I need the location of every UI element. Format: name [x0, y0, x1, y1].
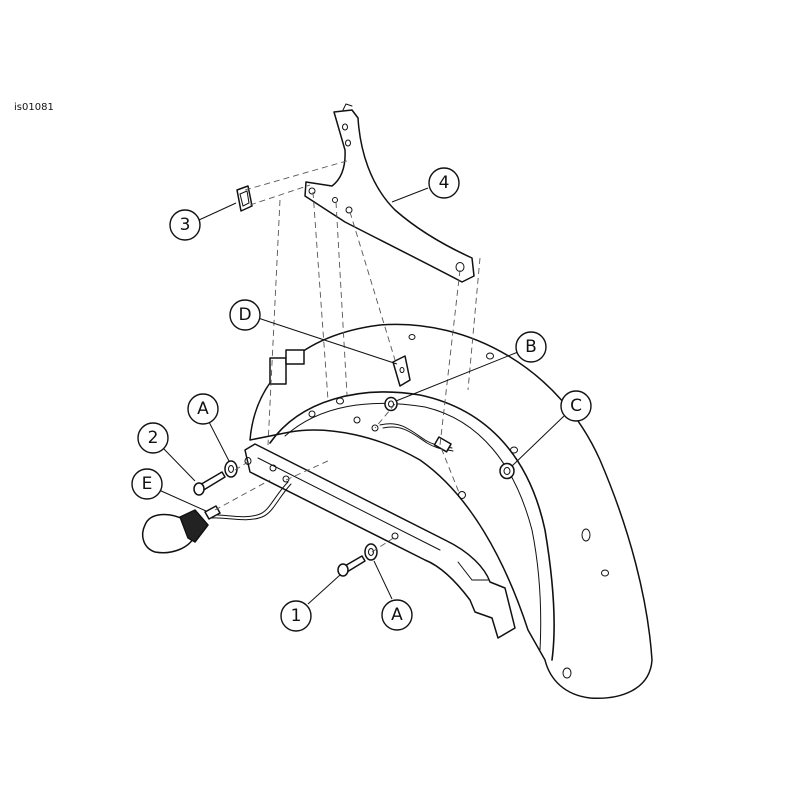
washer-a-lower [364, 543, 378, 561]
fender-hole [408, 334, 416, 340]
callout-a-upper: A [187, 393, 219, 425]
svg-text:D: D [238, 305, 251, 325]
screw-1 [337, 555, 366, 577]
fender-hole [308, 410, 316, 418]
washer-a-upper [224, 460, 238, 478]
svg-text:C: C [570, 396, 582, 416]
fender-hole [562, 667, 572, 679]
fender-hole [371, 424, 379, 432]
svg-text:3: 3 [180, 215, 191, 235]
fender-hole [486, 352, 494, 360]
fender-hole [601, 569, 609, 577]
callout-3: 3 [169, 209, 201, 241]
spring-clip [392, 355, 411, 387]
callout-b: B [515, 331, 547, 363]
fender-hole [458, 491, 466, 499]
wiring-harness [211, 423, 454, 521]
fender [249, 323, 653, 699]
callout-4: 4 [428, 167, 460, 199]
callout-a-lower: A [381, 599, 413, 631]
screw-2 [193, 471, 226, 496]
alignment-lines [214, 159, 481, 553]
svg-text:4: 4 [439, 173, 450, 193]
callout-d: D [229, 299, 261, 331]
svg-text:2: 2 [148, 428, 159, 448]
fender-hole [510, 446, 518, 454]
callout-c: C [560, 390, 592, 422]
fender-hole [581, 528, 591, 542]
fender-hole [336, 397, 344, 405]
callout-2: 2 [137, 422, 169, 454]
svg-text:E: E [142, 474, 153, 494]
callout-e: E [131, 468, 163, 500]
fender-hole [353, 416, 361, 424]
figure-id: is01081 [14, 102, 54, 113]
license-bracket [304, 103, 475, 283]
leader-lines [158, 187, 565, 605]
fender-tab [285, 349, 305, 365]
grommet-c [499, 462, 515, 480]
svg-text:A: A [197, 399, 209, 419]
svg-text:A: A [391, 605, 403, 625]
callout-1: 1 [280, 600, 312, 632]
fender-tab [269, 357, 287, 385]
grommet-b [384, 396, 398, 412]
svg-text:1: 1 [291, 606, 302, 626]
svg-text:B: B [525, 337, 537, 357]
turn-signal-lamp [142, 505, 221, 554]
rubber-pad [236, 185, 253, 212]
